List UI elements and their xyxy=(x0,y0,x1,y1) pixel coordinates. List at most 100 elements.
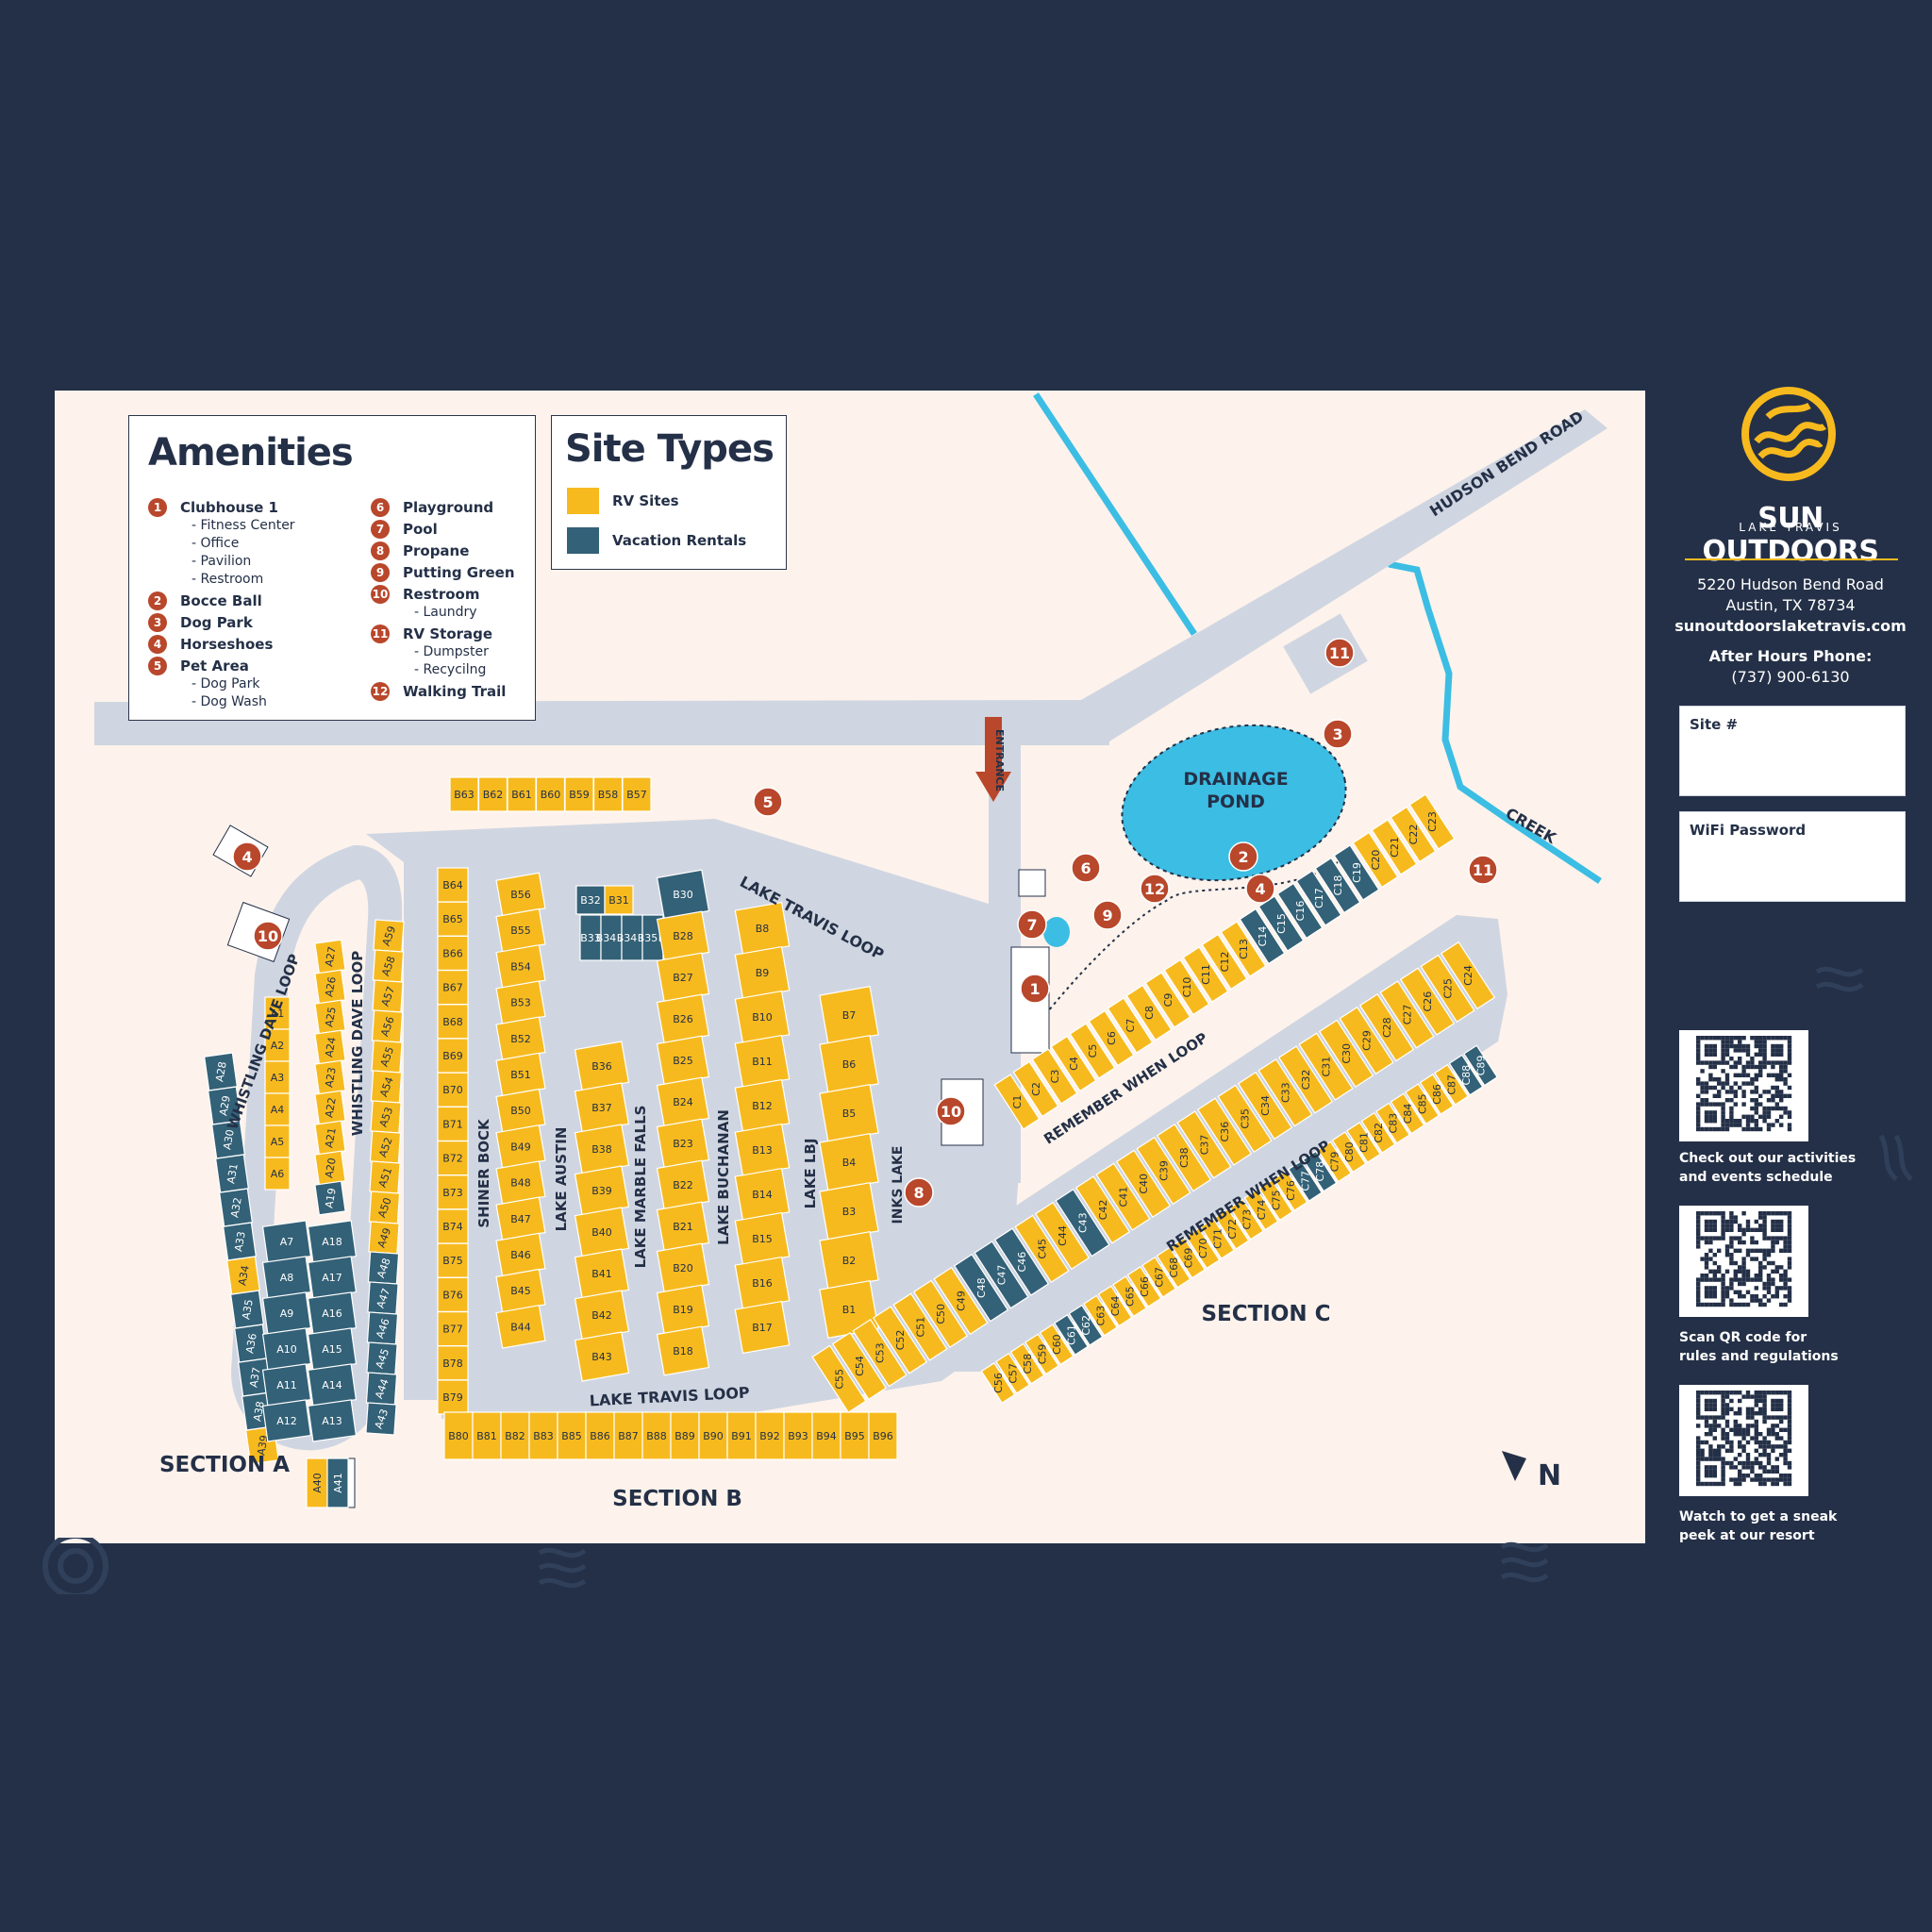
site-a11[interactable]: A11 xyxy=(261,1363,312,1407)
site-b34b[interactable]: B34 B xyxy=(617,914,648,961)
site-b71[interactable]: B71 xyxy=(437,1106,469,1142)
site-c27[interactable]: C27 xyxy=(1379,980,1435,1049)
site-b68[interactable]: B68 xyxy=(437,1004,469,1040)
site-c53[interactable]: C53 xyxy=(852,1319,908,1388)
site-b5[interactable]: B5 xyxy=(819,1084,879,1142)
site-b87[interactable]: B87 xyxy=(613,1411,643,1460)
site-c54[interactable]: C54 xyxy=(831,1331,888,1401)
site-c35[interactable]: C35 xyxy=(1217,1084,1273,1153)
site-c21[interactable]: C21 xyxy=(1371,819,1419,875)
site-a33[interactable]: A33 xyxy=(222,1222,258,1261)
site-a26[interactable]: A26 xyxy=(314,969,346,1005)
site-c85[interactable]: C85 xyxy=(1403,1082,1441,1125)
site-c68[interactable]: C68 xyxy=(1155,1245,1193,1289)
site-c81[interactable]: C81 xyxy=(1344,1121,1383,1164)
site-b46[interactable]: B46 xyxy=(495,1232,546,1277)
site-c38[interactable]: C38 xyxy=(1156,1124,1212,1192)
site-a29[interactable]: A29 xyxy=(207,1086,242,1125)
site-c18[interactable]: C18 xyxy=(1314,857,1362,914)
amenity-marker-11[interactable]: 11 xyxy=(1468,855,1498,885)
site-a15[interactable]: A15 xyxy=(307,1327,358,1371)
site-a10[interactable]: A10 xyxy=(261,1327,312,1371)
site-a20[interactable]: A20 xyxy=(314,1150,346,1186)
site-b43[interactable]: B43 xyxy=(574,1331,630,1382)
site-a54[interactable]: A54 xyxy=(370,1070,403,1104)
site-c63[interactable]: C63 xyxy=(1081,1293,1120,1337)
site-c40[interactable]: C40 xyxy=(1115,1149,1172,1218)
qr-activities[interactable] xyxy=(1679,1030,1808,1141)
site-b19[interactable]: B19 xyxy=(656,1284,710,1335)
site-c62[interactable]: C62 xyxy=(1067,1304,1106,1347)
amenity-marker-10[interactable]: 10 xyxy=(253,921,283,951)
site-c49[interactable]: C49 xyxy=(933,1266,989,1336)
site-b88[interactable]: B88 xyxy=(641,1411,672,1460)
site-b38[interactable]: B38 xyxy=(574,1124,630,1174)
site-c9[interactable]: C9 xyxy=(1144,972,1191,1028)
site-b62[interactable]: B62 xyxy=(477,776,508,812)
site-c46[interactable]: C46 xyxy=(993,1227,1050,1296)
site-b63[interactable]: B63 xyxy=(449,776,479,812)
site-c6[interactable]: C6 xyxy=(1088,1009,1135,1067)
amenity-marker-3[interactable]: 3 xyxy=(1323,719,1353,749)
site-a53[interactable]: A53 xyxy=(370,1100,402,1134)
site-c44[interactable]: C44 xyxy=(1034,1201,1091,1271)
site-c69[interactable]: C69 xyxy=(1169,1236,1208,1279)
site-c39[interactable]: C39 xyxy=(1136,1136,1191,1206)
amenity-marker-7[interactable]: 7 xyxy=(1017,909,1047,940)
qr-rules[interactable] xyxy=(1679,1206,1808,1317)
site-b42[interactable]: B42 xyxy=(574,1290,630,1341)
amenity-marker-5[interactable]: 5 xyxy=(753,787,783,817)
site-b89[interactable]: B89 xyxy=(670,1411,700,1460)
site-a27[interactable]: A27 xyxy=(314,939,346,974)
site-b12[interactable]: B12 xyxy=(734,1078,791,1133)
site-c14[interactable]: C14 xyxy=(1239,908,1287,965)
site-a13[interactable]: A13 xyxy=(307,1399,358,1442)
site-a24[interactable]: A24 xyxy=(314,1029,346,1065)
site-b47[interactable]: B47 xyxy=(495,1196,546,1241)
site-a32[interactable]: A32 xyxy=(218,1188,254,1227)
site-b94[interactable]: B94 xyxy=(811,1411,841,1460)
site-a55[interactable]: A55 xyxy=(371,1040,403,1074)
site-c71[interactable]: C71 xyxy=(1198,1217,1237,1260)
site-a51[interactable]: A51 xyxy=(369,1160,401,1194)
site-c56[interactable]: C56 xyxy=(979,1361,1018,1405)
site-b59[interactable]: B59 xyxy=(564,776,594,812)
site-c10[interactable]: C10 xyxy=(1163,958,1211,1016)
site-c26[interactable]: C26 xyxy=(1399,967,1456,1036)
site-c80[interactable]: C80 xyxy=(1330,1130,1369,1174)
site-c3[interactable]: C3 xyxy=(1031,1048,1078,1105)
site-c75[interactable]: C75 xyxy=(1257,1178,1295,1222)
site-c19[interactable]: C19 xyxy=(1333,844,1381,901)
site-c1[interactable]: C1 xyxy=(993,1074,1041,1130)
site-a50[interactable]: A50 xyxy=(368,1191,401,1224)
site-c72[interactable]: C72 xyxy=(1213,1208,1252,1251)
amenity-marker-1[interactable]: 1 xyxy=(1020,974,1050,1004)
site-c23[interactable]: C23 xyxy=(1408,793,1457,850)
site-b39[interactable]: B39 xyxy=(574,1165,630,1216)
site-b76[interactable]: B76 xyxy=(437,1276,469,1313)
qr-sneak-peek[interactable] xyxy=(1679,1385,1808,1496)
site-b58[interactable]: B58 xyxy=(592,776,624,812)
site-a41[interactable]: A41 xyxy=(326,1457,349,1508)
site-b44[interactable]: B44 xyxy=(495,1304,546,1349)
site-a16[interactable]: A16 xyxy=(307,1291,358,1335)
amenity-marker-11[interactable]: 11 xyxy=(1324,638,1355,668)
amenity-marker-6[interactable]: 6 xyxy=(1071,853,1101,883)
site-b86[interactable]: B86 xyxy=(585,1411,615,1460)
site-c79[interactable]: C79 xyxy=(1315,1140,1354,1183)
site-a25[interactable]: A25 xyxy=(314,999,346,1035)
site-a48[interactable]: A48 xyxy=(367,1251,400,1285)
site-b70[interactable]: B70 xyxy=(437,1072,469,1108)
site-c29[interactable]: C29 xyxy=(1339,1006,1394,1075)
site-b34a[interactable]: B34 A xyxy=(596,914,627,961)
amenity-marker-10[interactable]: 10 xyxy=(936,1096,966,1126)
site-c51[interactable]: C51 xyxy=(892,1292,948,1361)
site-c4[interactable]: C4 xyxy=(1050,1035,1097,1092)
site-c65[interactable]: C65 xyxy=(1110,1274,1149,1318)
site-b83[interactable]: B83 xyxy=(528,1411,558,1460)
site-c22[interactable]: C22 xyxy=(1390,806,1438,863)
site-c59[interactable]: C59 xyxy=(1023,1332,1061,1375)
site-c55[interactable]: C55 xyxy=(811,1344,867,1413)
site-c31[interactable]: C31 xyxy=(1298,1032,1354,1101)
site-c16[interactable]: C16 xyxy=(1276,882,1324,940)
